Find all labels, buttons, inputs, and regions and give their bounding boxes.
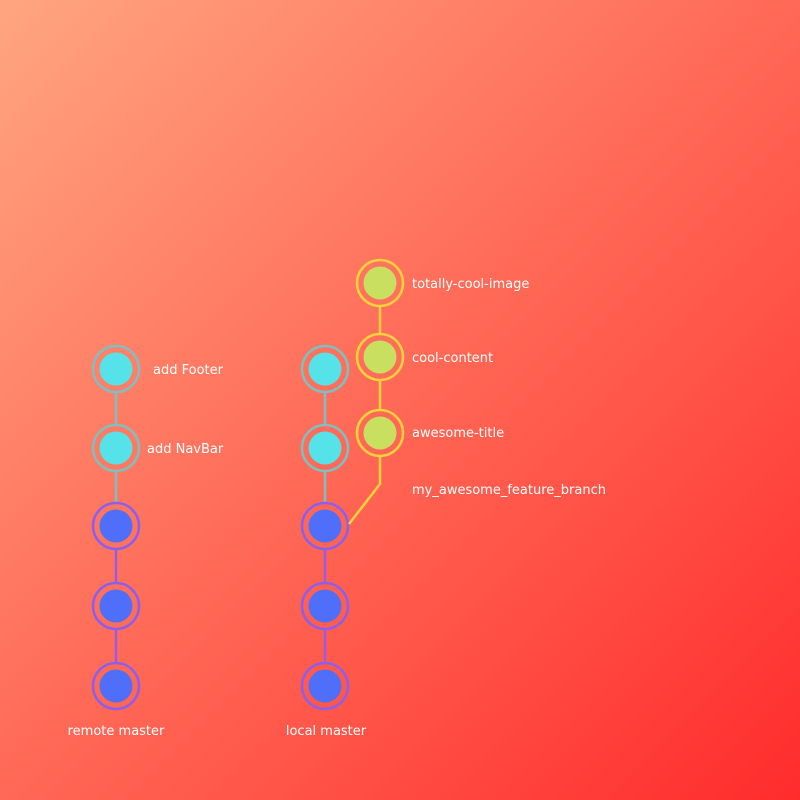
feature-branch-lane: totally-cool-image cool-content awesome-…: [348, 258, 606, 525]
branch-label-feature: my_awesome_feature_branch: [412, 483, 606, 498]
commit-node: [91, 423, 141, 473]
commit-label-cool-content: cool-content: [412, 351, 493, 366]
commit-node: [300, 581, 350, 631]
remote-master-lane: add Footer add NavBar remote master: [68, 344, 224, 739]
commit-label-awesome-title: awesome-title: [412, 426, 504, 441]
commit-node: [300, 423, 350, 473]
commit-node: [355, 332, 405, 382]
commit-node: [91, 344, 141, 394]
local-master-lane: local master: [286, 344, 367, 739]
commit-node: [355, 258, 405, 308]
commit-node-branch-point: [300, 501, 350, 551]
branch-edge: [348, 456, 382, 525]
commit-node: [91, 501, 141, 551]
commit-label-add-footer: add Footer: [153, 363, 224, 378]
commit-node: [355, 408, 405, 458]
commit-node: [91, 661, 141, 711]
commit-label-add-navbar: add NavBar: [147, 442, 224, 457]
branch-label-local-master: local master: [286, 724, 367, 739]
branch-label-remote-master: remote master: [68, 724, 165, 739]
commit-label-totally-cool-image: totally-cool-image: [412, 277, 529, 292]
commit-node: [91, 581, 141, 631]
commit-node: [300, 344, 350, 394]
commit-node: [300, 661, 350, 711]
